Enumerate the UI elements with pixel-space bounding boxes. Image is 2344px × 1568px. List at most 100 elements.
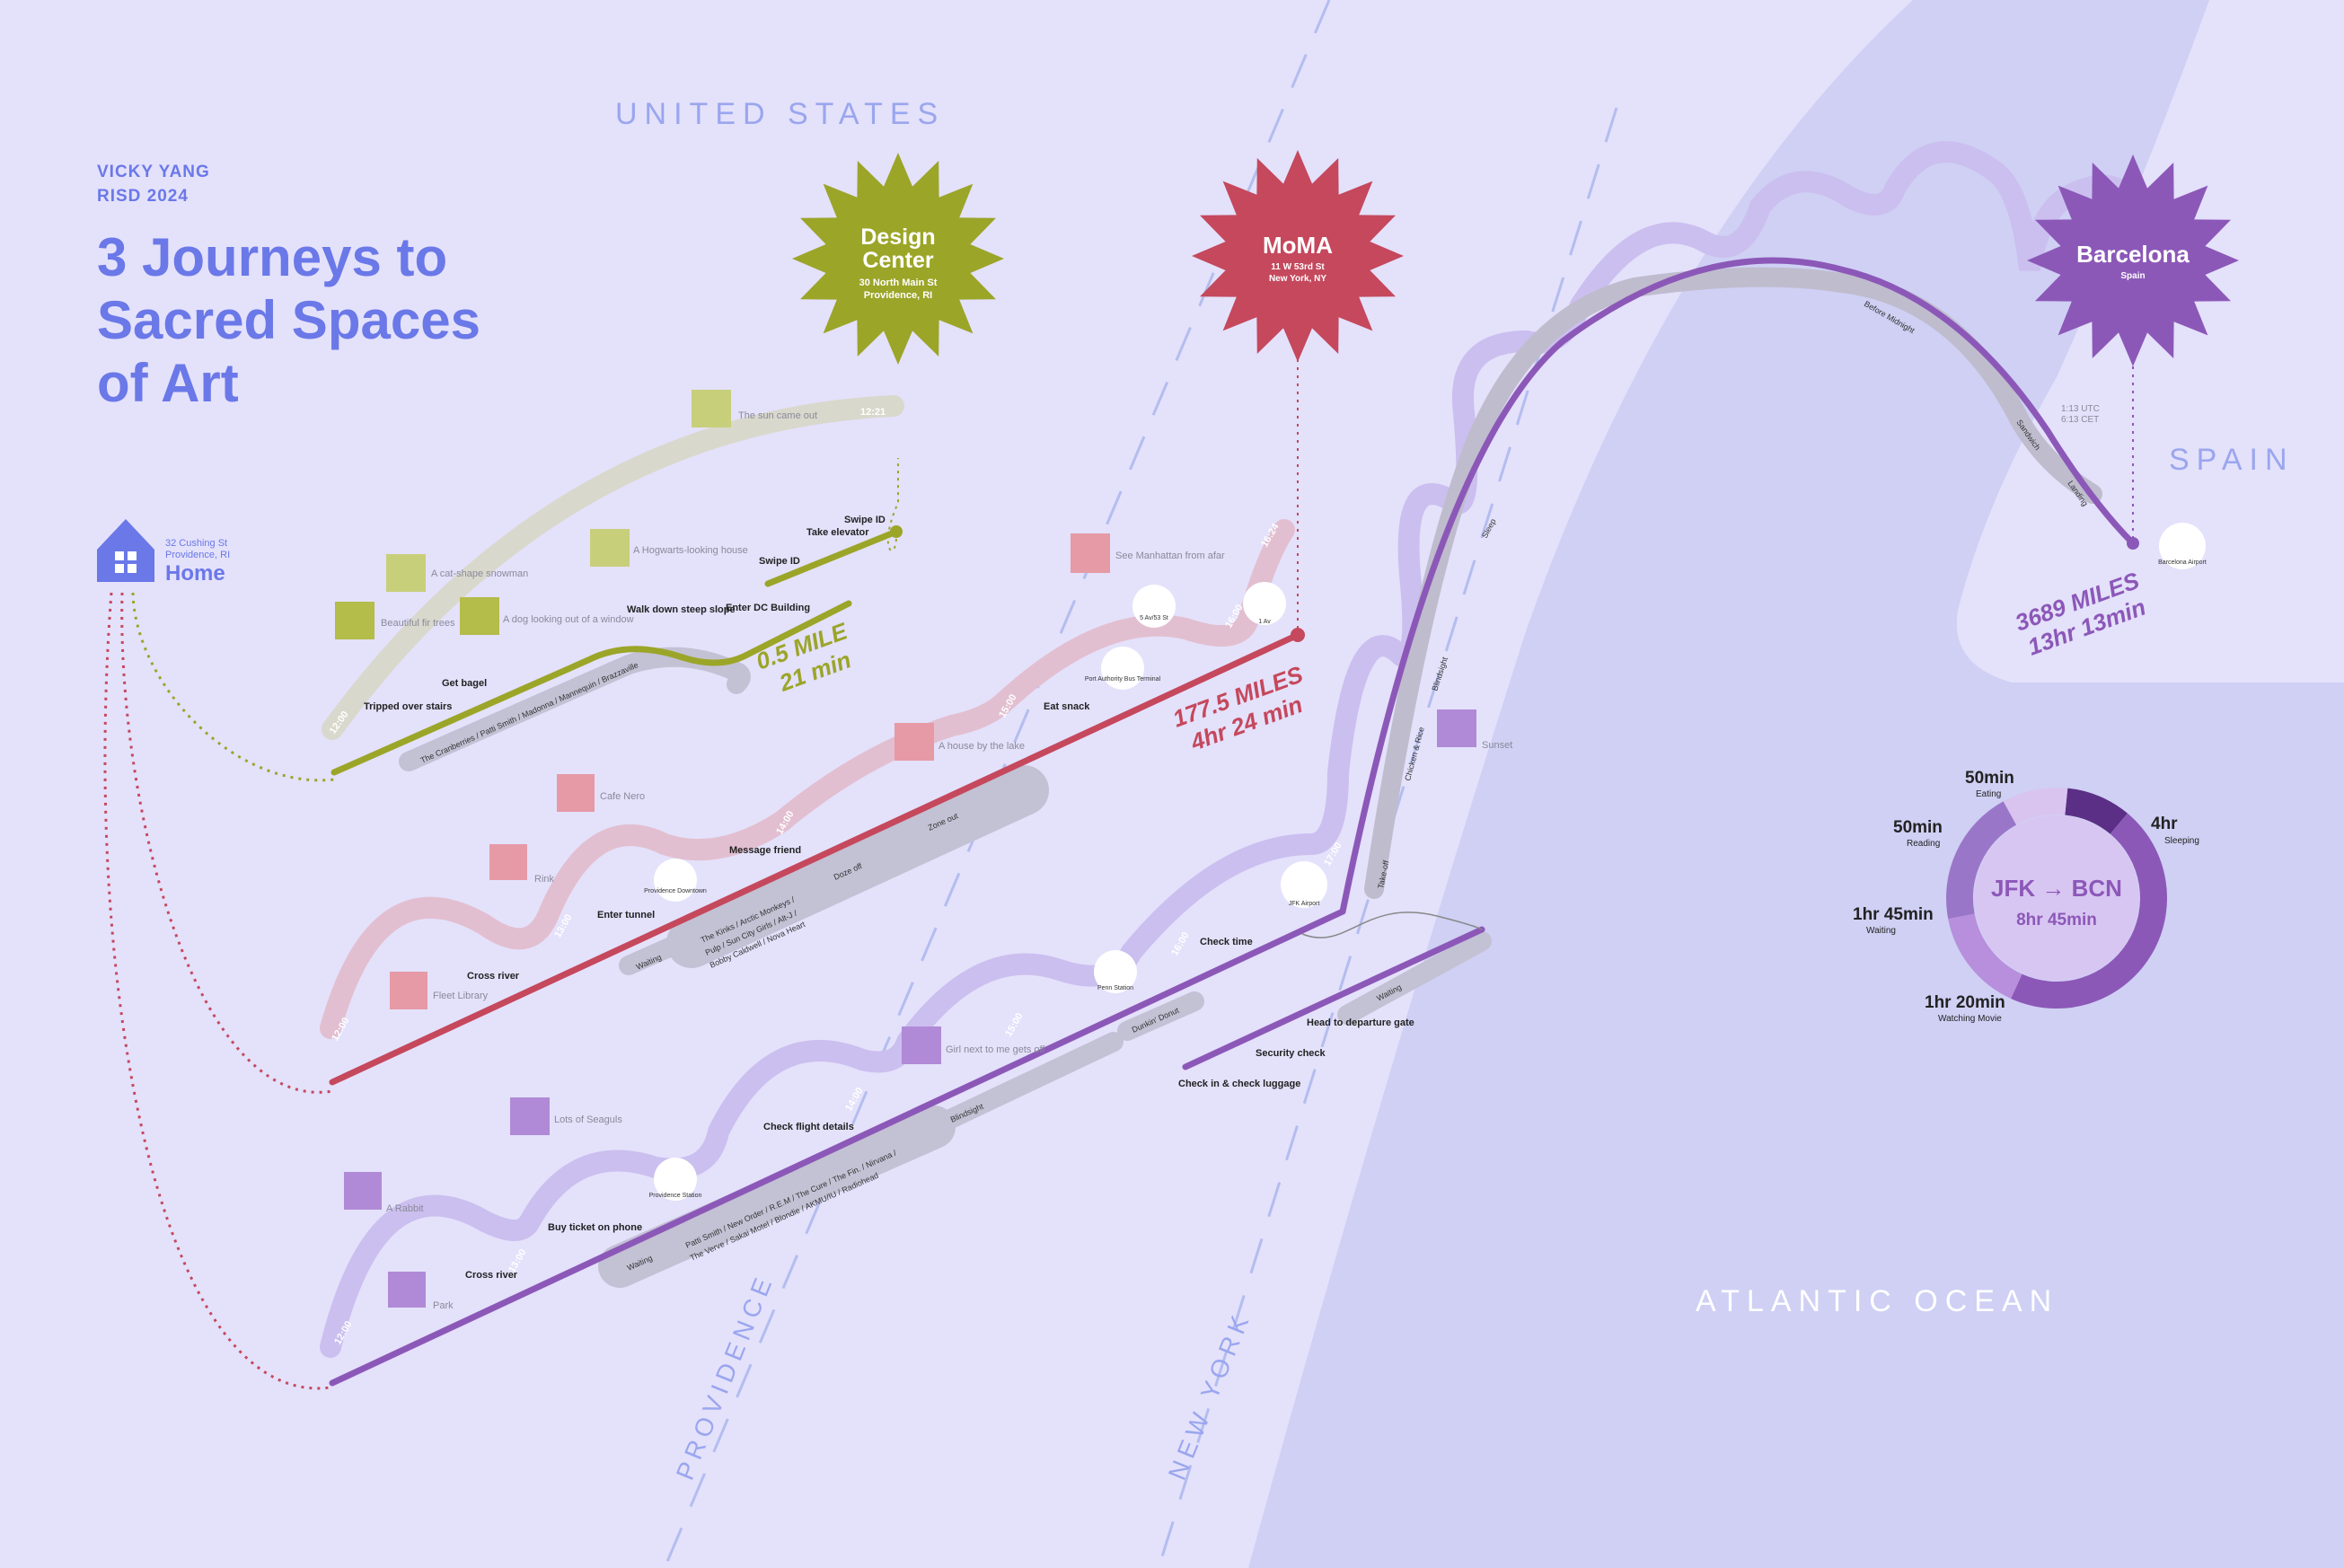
home-marker: 32 Cushing St Providence, RI Home xyxy=(97,519,230,586)
ri-route xyxy=(330,600,852,776)
connector-ri xyxy=(131,592,335,782)
ny-waiting-band xyxy=(619,938,679,975)
seg-eating-label: Eating xyxy=(1976,789,2001,799)
ny-route xyxy=(329,631,1301,1086)
ny-station-port: Port Authority Bus Terminal xyxy=(1085,676,1161,683)
seg-reading-label: Reading xyxy=(1907,839,1940,849)
seagull-icon xyxy=(510,1097,550,1135)
region-providence: PROVIDENCE xyxy=(671,1269,780,1484)
title-line-3: of Art xyxy=(97,353,239,413)
home-address-1: 32 Cushing St xyxy=(165,538,227,549)
library-icon xyxy=(390,972,427,1009)
ny-station-prov: Providence Downtown xyxy=(644,888,707,894)
title-line-2: Sacred Spaces xyxy=(97,290,480,350)
bcn-activity-blindsight2: Blindsight xyxy=(1430,656,1450,692)
region-new-york: NEW YORK xyxy=(1163,1307,1256,1484)
ri-music-band xyxy=(399,647,751,771)
spain-land xyxy=(1956,0,2344,683)
ri-time-band xyxy=(322,395,904,740)
moma-badge: MoMA 11 W 53rd St New York, NY xyxy=(1192,150,1404,362)
hogwarts-house-icon xyxy=(590,529,630,567)
ny-event-message: Message friend xyxy=(729,845,801,856)
bcn-station-jfk: JFK Airport xyxy=(1289,901,1320,907)
ri-obs-dog: A dog looking out of a window xyxy=(503,614,634,625)
ri-event-slope: Walk down steep slope xyxy=(627,604,736,615)
sunset-icon xyxy=(1437,709,1476,747)
cafe-icon xyxy=(557,774,595,812)
bcn-event-river: Cross river xyxy=(465,1270,518,1281)
connector-bcn xyxy=(103,592,331,1390)
lake-house-icon xyxy=(894,723,934,761)
seg-waiting-duration: 1hr 45min xyxy=(1853,905,1934,924)
bcn-band-airport xyxy=(1337,931,1492,1025)
bcn-obs-park: Park xyxy=(433,1300,454,1311)
bcn-obs-sunset: Sunset xyxy=(1482,740,1512,751)
author-name: VICKY YANG xyxy=(97,163,210,181)
train-station-icon-penn xyxy=(1094,950,1137,993)
moma-address-2: New York, NY xyxy=(1269,274,1326,284)
ny-event-river: Cross river xyxy=(467,971,520,982)
bcn-obs-girl: Girl next to me gets off xyxy=(946,1044,1045,1055)
fir-tree-icon xyxy=(335,602,375,639)
home-address-2: Providence, RI xyxy=(165,550,230,560)
ri-event-swipe2: Swipe ID xyxy=(844,515,886,525)
seg-sleeping-duration: 4hr xyxy=(2151,815,2178,833)
bcn-event-flight-details: Check flight details xyxy=(763,1122,854,1132)
dc-name-1: Design xyxy=(860,225,935,250)
bcn-address: Spain xyxy=(2120,271,2145,281)
ny-event-tunnel: Enter tunnel xyxy=(597,910,655,921)
region-united-states: UNITED STATES xyxy=(615,97,945,131)
ri-obs-snowman: A cat-shape snowman xyxy=(431,568,528,579)
donut-segment-waiting xyxy=(1946,801,2017,920)
bcn-station-bcn: Barcelona Airport xyxy=(2158,559,2207,566)
bcn-band-ground3 xyxy=(1117,991,1204,1041)
airplane-icon-jfk xyxy=(1281,861,1327,908)
flight-summary: JFK → BCN 8hr 45min 50min Eating 4hr Sle… xyxy=(1853,769,2199,1024)
dc-name-2: Center xyxy=(862,248,933,273)
seg-eating-duration: 50min xyxy=(1965,769,2014,788)
bcn-obs-rabbit: A Rabbit xyxy=(386,1203,424,1214)
seg-waiting-label: Waiting xyxy=(1866,926,1896,936)
manhattan-icon xyxy=(1071,533,1110,573)
seg-movie-label: Watching Movie xyxy=(1938,1014,2002,1024)
bus-station-icon xyxy=(654,859,697,902)
ri-event-stairs: Tripped over stairs xyxy=(364,701,452,712)
bcn-music-1: Patti Smith / New Order / R.E.M / The Cu… xyxy=(684,1148,898,1249)
donut-segment-watching-movie xyxy=(1948,912,2022,999)
bcn-event-gate: Head to departure gate xyxy=(1307,1017,1414,1028)
ri-obs-house: A Hogwarts-looking house xyxy=(633,545,748,556)
ri-music: The Cranberries / Patti Smith / Madonna … xyxy=(419,660,639,765)
ny-obs-manhattan: See Manhattan from afar xyxy=(1115,551,1225,561)
bcn-arrival-utc: 1:13 UTC xyxy=(2061,404,2100,414)
ri-route-elevator xyxy=(764,528,900,587)
bcn-route-ground xyxy=(329,908,1346,1387)
barcelona-starburst xyxy=(2027,154,2239,366)
ny-obs-cafe: Cafe Nero xyxy=(600,791,645,802)
airplane-icon-bcn xyxy=(2159,523,2206,569)
donut-segment-eating xyxy=(2064,788,2128,834)
connector-ny xyxy=(120,592,333,1094)
house-icon xyxy=(97,519,154,582)
rink-icon xyxy=(489,844,527,880)
bcn-station-penn: Penn Station xyxy=(1097,985,1133,991)
flight-total: 8hr 45min xyxy=(2016,911,2097,929)
bcn-name: Barcelona xyxy=(2076,241,2190,268)
journey-ri: 12:00 12:21 The Cranberries / Patti Smit… xyxy=(322,390,904,776)
bcn-event-security: Security check xyxy=(1256,1048,1326,1059)
ri-time-end: 12:21 xyxy=(860,407,886,418)
bcn-time-arcs xyxy=(320,141,2166,1358)
bcn-time-4: 16:00 xyxy=(1169,930,1191,957)
ny-event-snack: Eat snack xyxy=(1044,701,1090,712)
bcn-event-ticket: Buy ticket on phone xyxy=(548,1222,642,1233)
bcn-route-airport xyxy=(1182,926,1485,1070)
sun-icon xyxy=(692,390,731,427)
page-title: 3 Journeys to Sacred Spaces of Art xyxy=(97,226,480,415)
barcelona-badge: Barcelona Spain xyxy=(2027,154,2239,366)
design-center-badge: Design Center 30 North Main St Providenc… xyxy=(792,153,1004,365)
journey-ny: 177.5 MILES 4hr 24 min 12:00 13:00 14:00… xyxy=(320,332,1307,1086)
design-center-starburst xyxy=(792,153,1004,365)
bcn-band-ground2 xyxy=(933,1032,1124,1132)
flight-route: JFK → BCN xyxy=(1991,875,2122,902)
region-atlantic: ATLANTIC OCEAN xyxy=(1696,1284,2058,1318)
donut-segment-reading xyxy=(2003,788,2068,825)
